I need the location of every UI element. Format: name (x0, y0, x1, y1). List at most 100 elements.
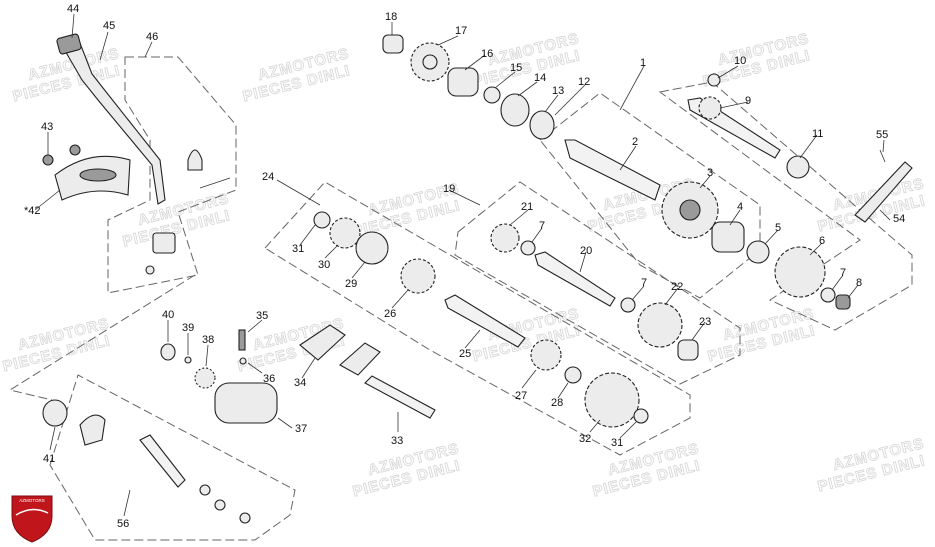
bushing-23 (677, 339, 699, 361)
callout-17: 17 (455, 25, 467, 37)
callout-4: 4 (737, 201, 743, 213)
frame-kickstart-46 (107, 56, 237, 294)
logo-swoosh (15, 508, 49, 516)
spring-clip (187, 149, 203, 171)
callout-31b: 31 (611, 437, 623, 449)
callout-2: 2 (632, 136, 638, 148)
callout-21: 21 (521, 201, 533, 213)
gear-21 (490, 223, 520, 253)
leader-lines (34, 13, 891, 517)
rod-33 (364, 375, 436, 419)
washer-40 (160, 343, 176, 361)
callout-25: 25 (459, 348, 471, 360)
callout-56: 56 (117, 518, 129, 530)
callout-26: 26 (384, 308, 396, 320)
pin-55 (879, 149, 886, 163)
callout-7a: 7 (840, 267, 846, 279)
callout-34: 34 (294, 377, 306, 389)
callout-27: 27 (515, 390, 527, 402)
callout-20: 20 (580, 245, 592, 257)
callout-35: 35 (256, 310, 268, 322)
callout-29: 29 (345, 278, 357, 290)
callout-37: 37 (295, 423, 307, 435)
callout-32: 32 (579, 433, 591, 445)
callout-6: 6 (819, 235, 825, 247)
callout-54: 54 (893, 213, 905, 225)
washer-31a (313, 211, 331, 229)
callout-42: *42 (24, 205, 41, 217)
seal-14 (500, 93, 530, 127)
kick-shaft-56 (139, 434, 186, 488)
fork-34a (299, 324, 346, 361)
clamp-bolt (145, 265, 155, 275)
callout-43: 43 (41, 121, 53, 133)
callout-22: 22 (671, 281, 683, 293)
shaft-25 (444, 294, 526, 348)
callout-15: 15 (510, 62, 522, 74)
pin-rod (199, 177, 231, 189)
frame-56 (49, 374, 296, 541)
ring-7a (820, 287, 836, 303)
callout-labels: 44 45 46 43 *42 18 17 16 15 14 13 12 1 1… (24, 3, 905, 530)
washer-5 (746, 240, 770, 264)
callout-41: 41 (43, 453, 55, 465)
gear-6 (774, 246, 826, 298)
shift-arm-54 (854, 161, 913, 223)
washer-31b (633, 408, 649, 424)
callout-10: 10 (734, 55, 746, 67)
spring-35 (238, 329, 246, 351)
callout-28: 28 (551, 397, 563, 409)
gear-27 (530, 339, 562, 371)
washer-56b (214, 499, 226, 511)
shaft-20 (534, 251, 616, 307)
callout-44: 44 (67, 3, 79, 15)
callout-23: 23 (699, 316, 711, 328)
callout-40: 40 (162, 309, 174, 321)
washer-56a (199, 484, 211, 496)
collar-18 (382, 34, 404, 54)
gear-30 (329, 217, 361, 249)
callout-18: 18 (385, 11, 397, 23)
gear-32 (584, 372, 640, 428)
azmotors-logo: AZMOTORS (11, 495, 53, 543)
ring-7c (620, 297, 636, 313)
gear-38 (194, 367, 216, 389)
callout-38: 38 (202, 334, 214, 346)
callout-9: 9 (745, 95, 751, 107)
ball-36 (239, 357, 247, 365)
ratchet-56 (79, 414, 106, 446)
bolt-43a (42, 154, 54, 166)
logo-shield (11, 495, 53, 543)
gear-22 (637, 302, 683, 348)
gear-29 (355, 231, 389, 265)
callout-45: 45 (103, 20, 115, 32)
frame-24 (264, 181, 691, 456)
callout-1: 1 (640, 57, 646, 69)
callout-24: 24 (262, 171, 274, 183)
sleeve-16 (447, 67, 479, 97)
fork-34b (339, 342, 381, 376)
callout-55: 55 (876, 129, 888, 141)
kick-lever (59, 37, 166, 205)
callout-36: 36 (263, 373, 275, 385)
clamp-bracket (152, 232, 176, 254)
callout-16: 16 (481, 48, 493, 60)
ring-7b (520, 240, 536, 256)
frame-link-41 (8, 274, 196, 401)
callout-11: 11 (812, 128, 823, 140)
callout-39: 39 (182, 322, 194, 334)
callout-3: 3 (707, 167, 713, 179)
callout-8: 8 (856, 277, 862, 289)
collar-8 (835, 294, 851, 310)
bolt-43b (69, 144, 81, 156)
gear-10 (698, 96, 722, 120)
callout-33: 33 (391, 435, 403, 447)
callout-5: 5 (775, 222, 781, 234)
pedal-guard-slot (79, 168, 117, 182)
